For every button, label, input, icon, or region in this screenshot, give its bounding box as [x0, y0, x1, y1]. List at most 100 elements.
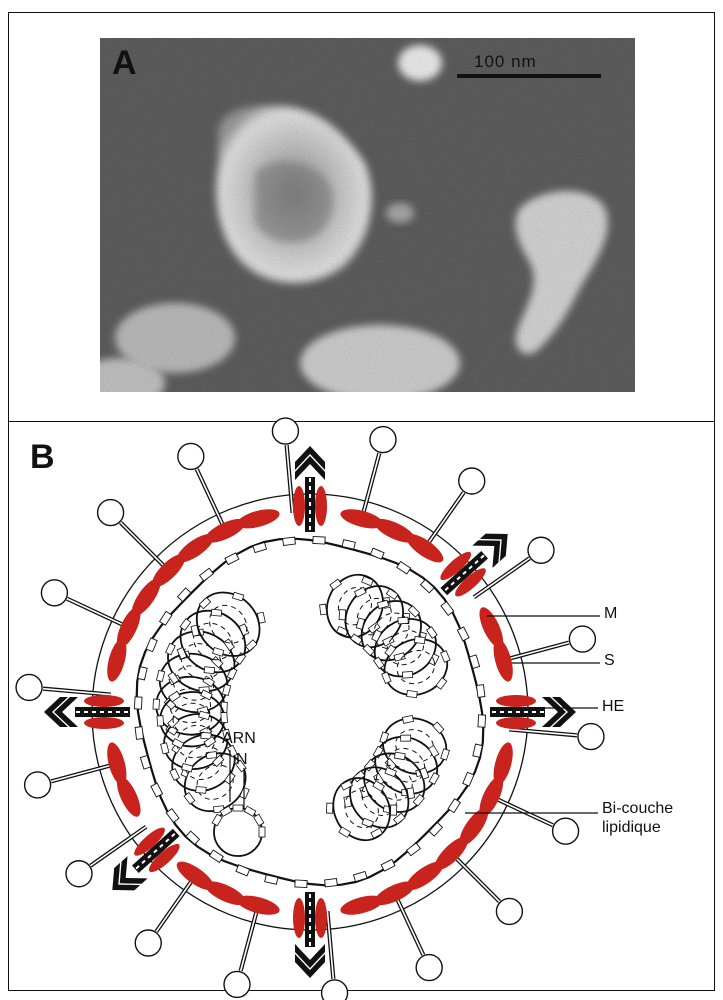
scale-bar-label: 100 nm	[474, 52, 537, 71]
m-protein-icon	[116, 776, 141, 817]
he-chevron-icon	[490, 695, 576, 729]
spike-s-icon	[392, 892, 443, 982]
nucleocapsid-n-icon	[165, 807, 180, 824]
m-protein-icon	[479, 776, 504, 817]
spike-s-icon	[320, 911, 349, 1000]
spike-s-icon	[65, 824, 148, 888]
spike-s-icon	[177, 442, 228, 532]
inner-envelope-line	[135, 537, 485, 887]
nucleocapsid-n-icon	[380, 858, 396, 872]
helical-coil-icon	[169, 731, 238, 794]
spike-s-icon	[15, 673, 111, 702]
nucleocapsid-n-icon	[369, 547, 385, 560]
he-chevron-icon	[440, 533, 508, 597]
nucleocapsid-n-icon	[472, 743, 483, 758]
nucleocapsid-n-icon	[428, 821, 444, 837]
m-protein-icon	[236, 895, 280, 915]
spike-proteins	[15, 417, 605, 1000]
m-protein-icon	[374, 881, 415, 906]
he-proteins	[44, 446, 576, 978]
he-chevron-icon	[293, 446, 327, 532]
m-protein-icon	[107, 638, 127, 682]
helical-coil-icon	[338, 585, 410, 649]
panel-a-letter: A	[112, 44, 137, 82]
he-chevron-icon	[44, 695, 130, 729]
m-protein-icon	[493, 638, 513, 682]
helical-coil-icon	[326, 777, 398, 842]
helical-coil-icon	[165, 628, 238, 694]
spike-s-icon	[134, 874, 198, 957]
rna-loop-icon	[211, 804, 266, 857]
nucleocapsid-n-icon	[405, 842, 422, 857]
nucleocapsid-n-icon	[468, 654, 481, 670]
nucleocapsid-n-icon	[282, 536, 296, 546]
nucleocapsid-n-icon	[419, 578, 435, 594]
spike-s-icon	[223, 904, 261, 999]
helical-coil-icon	[371, 616, 440, 679]
nucleocapsid-n-icon	[145, 637, 158, 653]
m-protein-icon	[176, 533, 214, 563]
spike-s-icon	[271, 417, 300, 513]
he-chevron-icon	[112, 827, 180, 891]
label-bilayer-line1: Bi-couche	[602, 800, 674, 817]
spike-s-icon	[472, 536, 555, 600]
m-protein-icon	[236, 509, 280, 529]
m-protein-icon	[340, 509, 384, 529]
spike-s-icon	[449, 851, 524, 926]
nucleocapsid-n-icon	[185, 830, 201, 846]
spike-s-icon	[422, 467, 486, 550]
helical-coil-icon	[176, 608, 250, 675]
m-protein-icon	[434, 836, 468, 870]
label-spike-s: S	[604, 652, 615, 669]
panel-b-letter: B	[30, 438, 55, 476]
label-bilayer-line2: lipidique	[602, 819, 661, 836]
spike-s-icon	[40, 579, 130, 630]
nucleocapsid-n-icon	[477, 714, 487, 728]
m-protein-icon	[374, 518, 415, 543]
m-proteins	[107, 509, 513, 915]
label-arn: ARN	[222, 730, 256, 747]
nucleocapsid-n-icon	[456, 626, 470, 642]
m-protein-icon	[459, 808, 489, 846]
partial-particle	[100, 358, 165, 392]
label-n: N	[236, 751, 248, 768]
bright-spot	[398, 45, 442, 81]
nucleocapsid-n-icon	[476, 684, 486, 698]
nucleocapsid-n-icon	[198, 567, 215, 582]
m-protein-icon	[340, 895, 384, 915]
nucleocapsid-n-icon	[235, 864, 251, 877]
scale-bar	[457, 74, 601, 78]
helical-coil-icon	[156, 689, 228, 749]
nucleocapsid-coils	[152, 573, 451, 857]
m-protein-icon	[205, 881, 246, 906]
label-leader-lines	[229, 615, 600, 814]
he-chevron-icon	[293, 892, 327, 978]
nucleocapsid-n-icon	[158, 610, 173, 626]
nucleocapsid-n-icon	[139, 754, 152, 770]
helical-coil-icon	[160, 710, 232, 773]
m-protein-icon	[406, 533, 444, 563]
nucleocapsid-n-icon	[324, 878, 338, 888]
nucleocapsid-n-icon	[134, 726, 144, 740]
m-protein-icon	[116, 607, 141, 648]
helical-coil-icon	[343, 766, 416, 829]
electron-micrograph	[100, 38, 635, 392]
spike-s-icon	[502, 625, 597, 663]
nucleocapsid-n-icon	[224, 552, 240, 566]
spike-s-icon	[23, 761, 118, 799]
elongated-particle	[515, 191, 608, 355]
m-protein-icon	[176, 861, 214, 891]
nucleocapsid-n-icon	[150, 782, 164, 798]
label-he: HE	[602, 698, 625, 715]
spike-s-icon	[490, 794, 580, 845]
helical-coil-icon	[355, 599, 427, 662]
nucleocapsid-n-icon	[252, 541, 268, 554]
nucleocapsid-n-icon	[447, 798, 462, 814]
inner-envelope	[133, 535, 487, 889]
helical-coil-icon	[381, 636, 451, 699]
nucleocapsid-n-icon	[396, 560, 412, 575]
debris	[386, 203, 414, 223]
virion-core	[255, 161, 333, 243]
